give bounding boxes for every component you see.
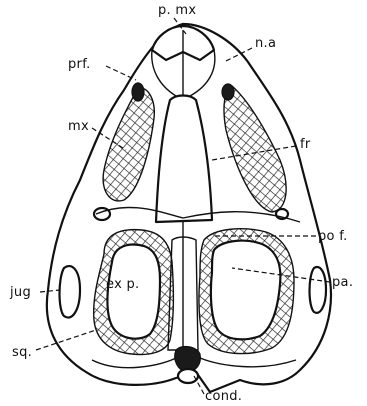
label-premaxilla: p. mx — [158, 3, 196, 18]
label-frontal: fr — [300, 137, 311, 152]
jugal-opening — [60, 266, 81, 317]
label-maxilla: mx — [68, 119, 89, 134]
label-exoccipital-process: ex p. — [106, 277, 139, 292]
condyle — [178, 369, 198, 383]
label-postfrontal: po f. — [318, 229, 348, 244]
label-nasal: n.a — [255, 36, 276, 51]
right-jugal-opening — [310, 267, 327, 313]
label-condyle: cond. — [205, 389, 242, 404]
leader-prefrontal — [106, 66, 136, 80]
right-fossa-inner — [211, 241, 280, 340]
label-squamosal: sq. — [12, 345, 32, 360]
label-jugal: jug — [9, 285, 31, 300]
right-naris — [222, 84, 234, 100]
label-parietal: pa. — [332, 275, 353, 290]
left-naris — [132, 83, 144, 101]
label-prefrontal: prf. — [68, 57, 91, 72]
